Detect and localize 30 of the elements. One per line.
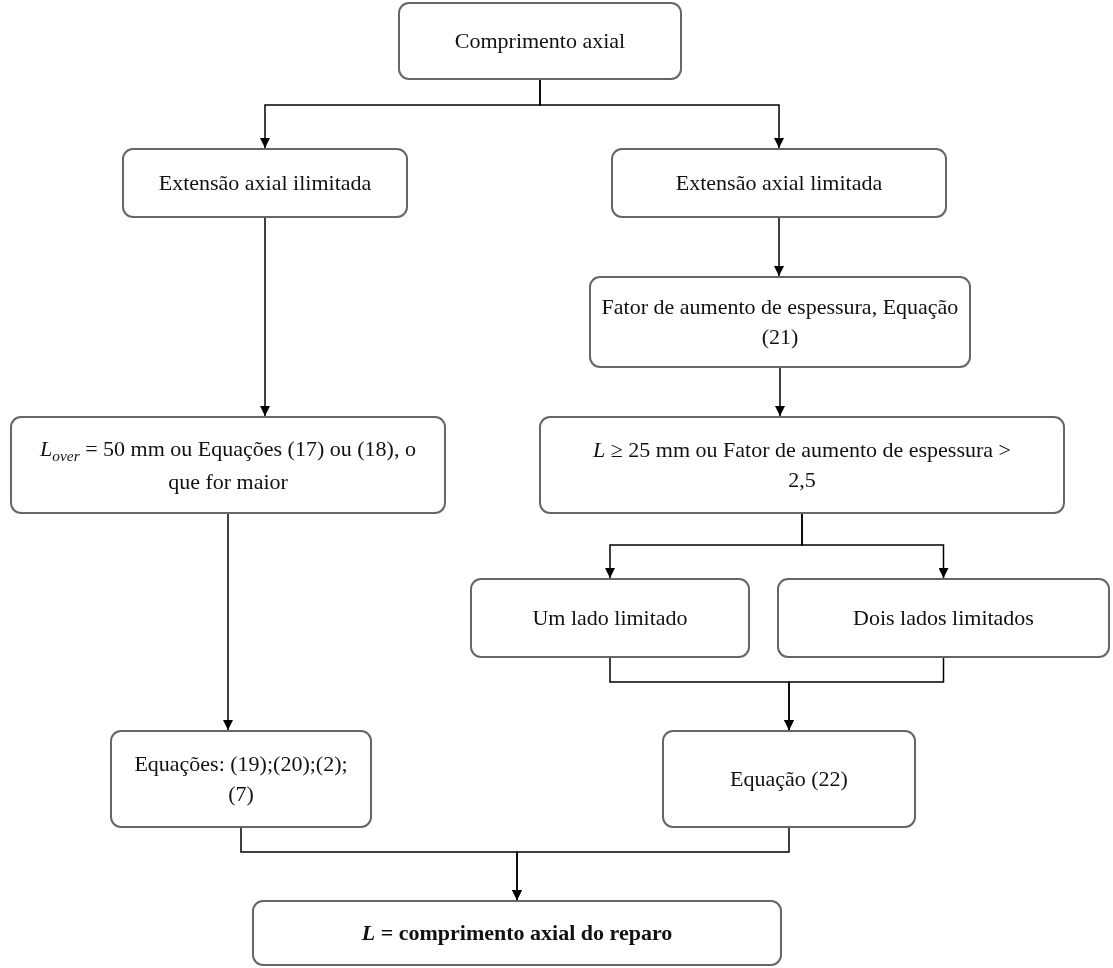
arrow [775, 367, 785, 417]
process-box [252, 900, 782, 966]
process-box [589, 276, 971, 368]
box-label: L = comprimento axial do reparo [361, 919, 673, 948]
box-label: L$_{over}$ = 50 mm ou Equações (17) ou (18), o que for maior [39, 434, 417, 496]
box-label: Equações: (19);(20);(2);(7) [133, 750, 349, 808]
process-box [122, 148, 408, 218]
arrow [784, 657, 945, 731]
box-label: Dois lados limitados [853, 604, 1034, 633]
arrow [801, 513, 949, 579]
box-label: Fator de aumento de espessura, Equação (21) [601, 293, 959, 351]
box-label: Extensão axial limitada [675, 169, 883, 198]
process-box [470, 578, 750, 658]
process-box [539, 416, 1065, 514]
box-label: Um lado limitado [532, 604, 688, 633]
box-label: Equação (22) [730, 765, 848, 794]
arrow [260, 217, 270, 417]
arrow [223, 513, 233, 731]
process-box [398, 2, 682, 80]
box-label: L ≥ 25 mm ou Fator de aumento de espessura > 2,5 [592, 436, 1012, 494]
process-box [611, 148, 947, 218]
arrow [512, 827, 790, 901]
box-label: Extensão axial ilimitada [158, 169, 372, 198]
box-label: Comprimento axial [454, 27, 626, 56]
process-box [110, 730, 372, 828]
process-box [10, 416, 446, 514]
arrow [539, 79, 784, 149]
arrow [774, 217, 784, 277]
process-box [777, 578, 1110, 658]
process-box [662, 730, 916, 828]
